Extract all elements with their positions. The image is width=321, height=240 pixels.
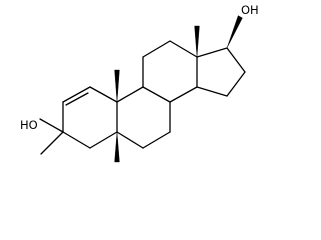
structure-drawing: OH HO	[20, 3, 259, 163]
bond-c13-c17	[196, 47, 228, 58]
bond-c16-c15	[226, 71, 246, 97]
bond-c3-methyl	[40, 131, 64, 155]
bond-c1-c2-inner	[65, 92, 89, 106]
wedge-c5-methyl	[114, 131, 120, 163]
bond-c10-c9	[116, 86, 144, 103]
hydroxyl-label-c17: OH	[241, 3, 259, 17]
bond-c14-c8	[169, 86, 198, 103]
bond-c3-oh	[39, 118, 64, 133]
bond-c10-c1	[89, 86, 118, 103]
bond-c9-c8	[142, 86, 171, 103]
wedge-c17-oh	[226, 15, 243, 49]
bond-c12-c13	[169, 40, 198, 58]
bond-c15-c14	[196, 86, 228, 97]
steroid-skeletal-structure: OH HO	[20, 3, 259, 163]
bond-c17-c16	[226, 47, 246, 73]
bond-c1-c2	[62, 86, 91, 103]
wedge-c13-methyl	[194, 25, 200, 58]
wedge-c10-methyl	[114, 69, 120, 103]
bond-c11-c12	[142, 40, 171, 58]
hydroxyl-label-c3: HO	[20, 118, 38, 132]
bond-c3-c4	[62, 131, 91, 149]
bond-c4-c5	[89, 131, 118, 149]
bond-c6-c5	[116, 131, 144, 149]
bond-c7-c6	[142, 131, 171, 149]
